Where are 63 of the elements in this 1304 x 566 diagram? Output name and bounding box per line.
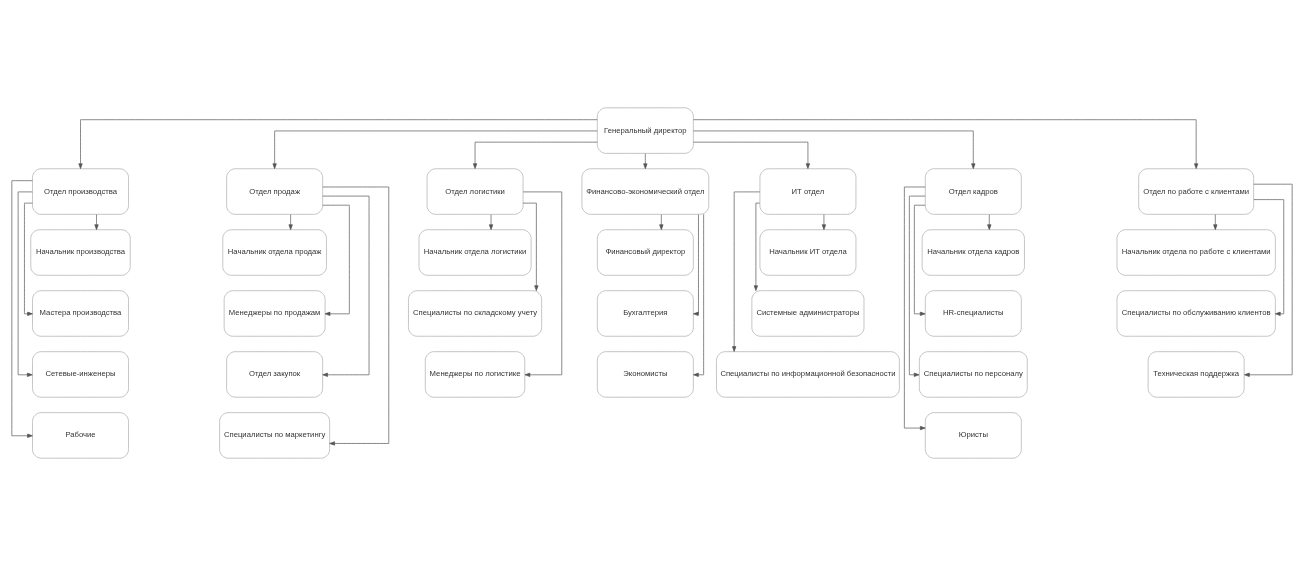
arrow [522,191,563,377]
arrow [322,195,370,377]
node-box: Финансовый директор [597,229,694,276]
arrow [272,130,598,169]
node-box: Рабочие [32,412,129,459]
arrow [909,195,926,377]
arrow [693,141,810,169]
arrow [472,141,598,169]
arrow [914,204,926,316]
arrow [17,191,33,377]
arrow [693,130,976,169]
arrow [488,214,494,230]
arrow [732,191,761,352]
node-box: Менеджеры по продажам [223,290,326,337]
node-box: Специалисты по складскому учету [408,290,542,337]
node-box: Экономисты [597,351,694,398]
node-box: Отдел производства [32,168,129,215]
node-box: Начальник отдела логистики [418,229,532,276]
node-box: ИТ отдел [759,168,857,215]
arrow [1244,183,1293,377]
node-box: Финансово-экономический отдел [581,168,710,215]
node-box: Начальник отдела продаж [222,229,327,276]
node-box: Юристы [924,412,1022,459]
node-box: Генеральный директор [597,107,694,154]
node-box: Специалисты по обслуживанию клиентов [1116,290,1276,337]
arrow [821,214,826,230]
node-box: Начальник отдела по работе с клиентами [1116,229,1276,276]
arrow [322,204,350,316]
node-box: Системные администраторы [751,290,865,337]
node-box: Специалисты по информационной безопасности [716,351,900,398]
arrow [11,180,33,438]
arrow [693,214,704,377]
node-box: Сетевые-инженеры [32,351,129,398]
arrow [78,119,598,169]
arrow [1253,199,1285,316]
arrow [904,186,926,431]
arrow [522,202,539,291]
arrow [987,214,992,230]
node-box: Бухгалтерия [597,290,694,337]
node-box: Специалисты по персоналу [919,351,1028,398]
arrow [322,186,390,446]
node-box: Начальник ИТ отдела [759,229,857,276]
arrow [659,214,664,230]
node-box: Отдел логистики [426,168,524,215]
node-box: Мастера производства [32,290,129,337]
arrow [1213,214,1218,230]
node-box: Начальник производства [30,229,131,276]
arrow [693,119,1199,169]
node-box: Начальник отдела кадров [921,229,1025,276]
arrow [643,153,648,169]
node-box: Техническая поддержка [1147,351,1245,398]
node-box: Специалисты по маркетингу [219,412,330,459]
arrow [753,202,760,291]
node-box: Менеджеры по логистике [424,351,526,398]
node-box: Отдел продаж [226,168,323,215]
arrow [288,214,293,230]
node-box: Отдел закупок [226,351,323,398]
arrow [693,214,699,316]
arrow [94,214,99,230]
node-box: HR-специалисты [924,290,1022,337]
arrow [24,202,33,316]
node-box: Отдел кадров [924,168,1022,215]
node-box: Отдел по работе с клиентами [1138,168,1254,215]
